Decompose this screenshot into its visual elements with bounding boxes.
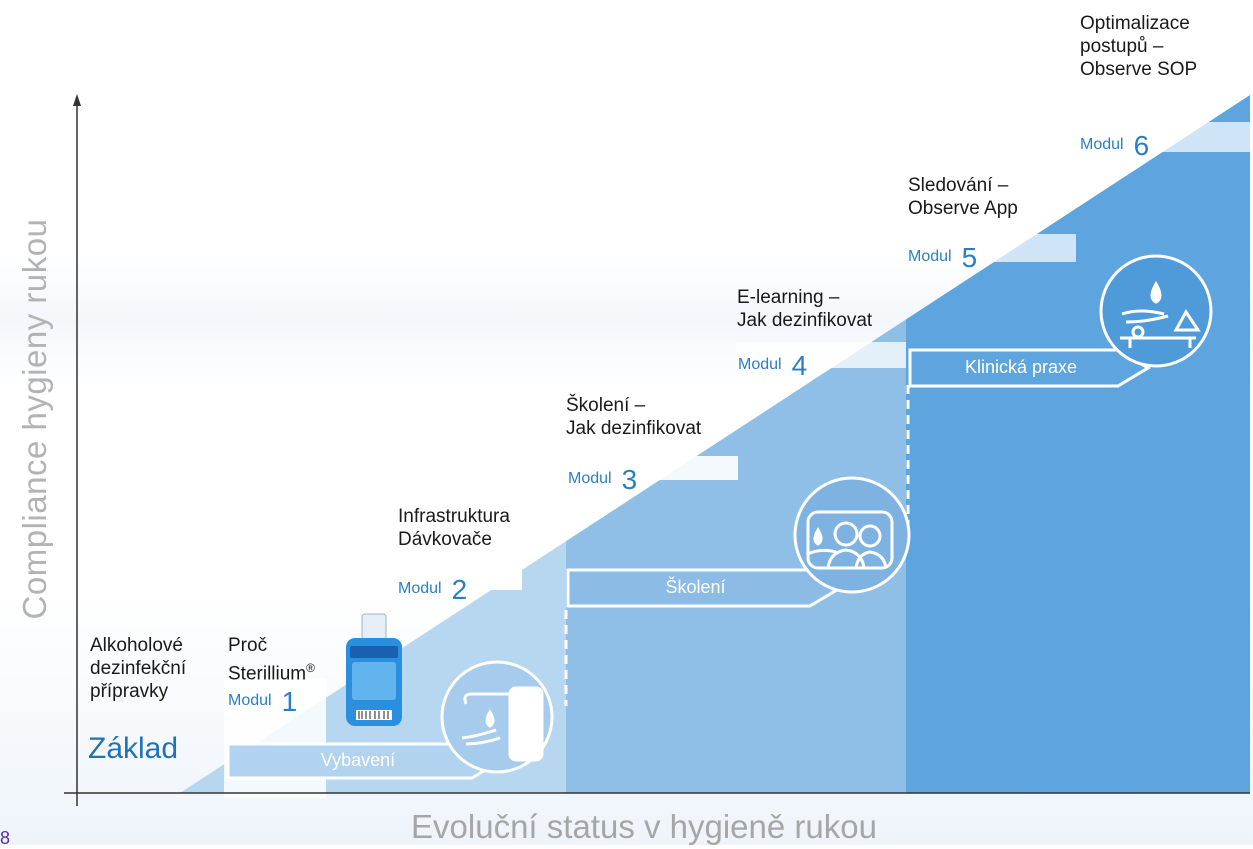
zone-clinical bbox=[906, 95, 1250, 793]
y-axis-label: Compliance hygieny rukou bbox=[16, 218, 53, 620]
module-4-text: E-learning – Jak dezinfikovat bbox=[737, 287, 873, 331]
step-2 bbox=[396, 566, 522, 590]
sterillium-bottle-icon bbox=[346, 613, 402, 726]
stage-arrow-3 bbox=[908, 348, 1151, 388]
dispenser-icon bbox=[440, 660, 554, 774]
clinical-practice-icon bbox=[1099, 254, 1213, 368]
step-4 bbox=[736, 342, 906, 368]
stage-label-clinical: Klinická praxe bbox=[964, 357, 1078, 377]
module-5-text: Sledování – Observe App bbox=[908, 175, 1018, 219]
y-axis-arrowhead bbox=[73, 94, 81, 106]
module-6-text: Optimalizace postupů – Observe SOP bbox=[1080, 13, 1198, 80]
module-2-text: Infrastruktura Dávkovače bbox=[398, 506, 510, 550]
training-icon bbox=[793, 476, 911, 594]
corner-mark: 8 bbox=[0, 828, 11, 848]
step-5 bbox=[906, 234, 1076, 262]
stage-label-equipment: Vybavení bbox=[320, 750, 396, 770]
module-3-text: Školení – Jak dezinfikovat bbox=[566, 395, 702, 439]
triangle-zones bbox=[180, 95, 1250, 793]
step-6 bbox=[1078, 122, 1250, 152]
base-label: Základ bbox=[88, 732, 179, 765]
stage-arrow-2 bbox=[566, 568, 843, 608]
x-axis-label: Evoluční status v hygieně rukou bbox=[411, 808, 877, 845]
step-3 bbox=[566, 456, 738, 480]
foundation-text: Alkoholové dezinfekční přípravky bbox=[90, 635, 187, 702]
stage-label-training: Školení bbox=[665, 577, 726, 597]
module-1-text: Proč Sterillium® bbox=[228, 635, 315, 685]
